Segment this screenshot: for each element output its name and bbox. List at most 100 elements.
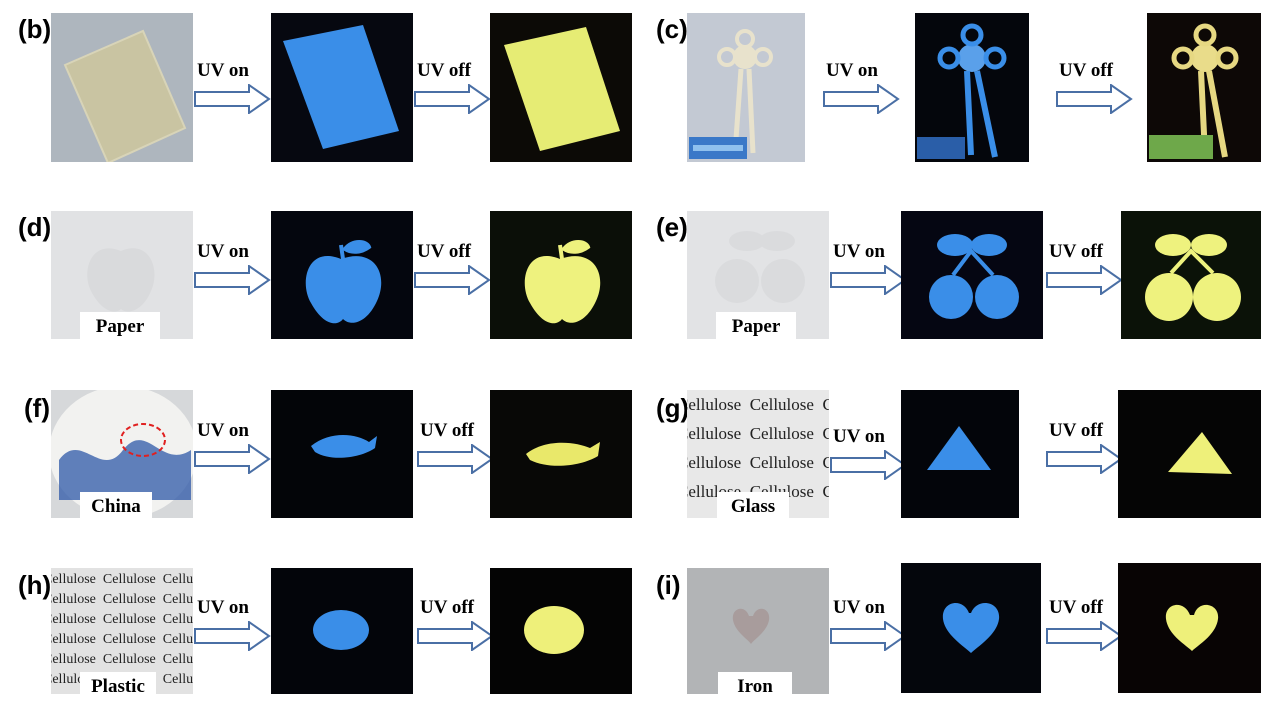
arrow-label: UV on xyxy=(826,60,878,81)
caption-e: Paper xyxy=(716,312,796,342)
arrow-uv-on-i: UV on xyxy=(829,597,907,653)
arrow-uv-off-i: UV off xyxy=(1045,597,1123,653)
arrow-uv-off-g: UV off xyxy=(1045,420,1123,476)
bg-word: Cellulose xyxy=(102,572,156,587)
background-text-row: Cellulose Cellulose Cellulose xyxy=(687,390,829,419)
bg-word: Cellulose xyxy=(687,453,742,472)
arrow-label: UV on xyxy=(833,426,885,447)
photo-e-paper xyxy=(687,211,829,339)
arrow-label: UV off xyxy=(417,60,472,81)
bg-word: Cellulose xyxy=(162,592,193,607)
bg-word: Cellulose xyxy=(687,424,742,443)
photo-d-uv-off xyxy=(490,211,632,339)
bg-word: Cellulose xyxy=(162,612,193,627)
arrow-label: UV on xyxy=(197,60,249,81)
panel-label-f: (f) xyxy=(24,393,50,423)
photo-f-china-plate xyxy=(51,390,193,518)
bg-word: Cellulose xyxy=(749,395,814,414)
panel-label-d: (d) xyxy=(18,212,52,242)
background-text-row: Cellulose Cellulose Cellulose xyxy=(51,630,193,650)
bg-word: Cellulose xyxy=(102,652,156,667)
bg-word: Cellulose xyxy=(749,424,814,443)
bg-word: Cellulose xyxy=(102,632,156,647)
photo-g-uv-on xyxy=(901,390,1019,518)
bg-word: Cellulose xyxy=(162,572,193,587)
photo-c-uv-on xyxy=(915,13,1029,162)
bg-word: Cellulose xyxy=(51,632,96,647)
photo-e-uv-off xyxy=(1121,211,1261,339)
arrow-label: UV off xyxy=(1049,597,1104,618)
bg-word: Cellulose xyxy=(822,395,829,414)
caption-i: Iron xyxy=(718,672,792,702)
arrow-label: UV off xyxy=(1049,420,1104,441)
arrow-uv-on-g: UV on xyxy=(829,426,907,482)
arrow-label: UV on xyxy=(197,420,249,441)
photo-h-uv-off xyxy=(490,568,632,694)
photo-e-uv-on xyxy=(901,211,1043,339)
panel-label-i: (i) xyxy=(656,570,681,600)
caption-d: Paper xyxy=(80,312,160,342)
photo-c-uv-off xyxy=(1147,13,1261,162)
arrow-label: UV off xyxy=(1049,241,1104,262)
background-text-row: Cellulose Cellulose Cellulose xyxy=(51,590,193,610)
panel-label-b: (b) xyxy=(18,14,52,44)
photo-f-uv-off xyxy=(490,390,632,518)
background-text-row: Cellulose Cellulose Cellulose xyxy=(51,650,193,670)
bg-word: Cellulose xyxy=(51,592,96,607)
arrow-uv-off-c: UV off xyxy=(1055,60,1133,116)
arrow-uv-off-h: UV off xyxy=(416,597,494,653)
panel-label-c: (c) xyxy=(656,14,688,44)
caption-f: China xyxy=(80,492,152,522)
photo-c-knot xyxy=(687,13,805,162)
bg-word: Cellulose xyxy=(51,572,96,587)
photo-f-uv-on xyxy=(271,390,413,518)
arrow-uv-on-h: UV on xyxy=(193,597,271,653)
photo-i-uv-off xyxy=(1118,563,1261,693)
arrow-uv-on-f: UV on xyxy=(193,420,271,476)
arrow-label: UV on xyxy=(833,597,885,618)
photo-b-uv-on xyxy=(271,13,413,162)
bg-word: Cellulose xyxy=(102,592,156,607)
arrow-uv-on-d: UV on xyxy=(193,241,271,297)
arrow-uv-on-e: UV on xyxy=(829,241,907,297)
arrow-uv-on-c: UV on xyxy=(822,60,900,116)
caption-h: Plastic xyxy=(80,672,156,702)
bg-word: Cellulose xyxy=(51,612,96,627)
arrow-label: UV off xyxy=(1059,60,1114,81)
arrow-label: UV on xyxy=(833,241,885,262)
photo-i-uv-on xyxy=(901,563,1041,693)
photo-b-uv-off xyxy=(490,13,632,162)
background-text-row: Cellulose Cellulose Cellulose xyxy=(687,448,829,477)
arrow-uv-off-e: UV off xyxy=(1045,241,1123,297)
panel-label-h: (h) xyxy=(18,570,52,600)
arrow-label: UV off xyxy=(420,420,475,441)
photo-b-paper xyxy=(51,13,193,162)
bg-word: Cellulose xyxy=(162,632,193,647)
bg-word: Cellulose xyxy=(102,612,156,627)
panel-label-g: (g) xyxy=(656,393,690,423)
photo-g-uv-off xyxy=(1118,390,1261,518)
bg-word: Cellulose xyxy=(822,453,829,472)
bg-word: Cellulose xyxy=(162,672,193,687)
background-text-row: Cellulose Cellulose Cellulose xyxy=(51,610,193,630)
bg-word: Cellulose xyxy=(162,652,193,667)
bg-word: Cellulose xyxy=(51,652,96,667)
photo-d-uv-on xyxy=(271,211,413,339)
bg-word: Cellulose xyxy=(822,424,829,443)
bg-word: Cellulose xyxy=(687,395,742,414)
arrow-uv-off-f: UV off xyxy=(416,420,494,476)
photo-h-uv-on xyxy=(271,568,413,694)
panel-label-e: (e) xyxy=(656,212,688,242)
caption-g: Glass xyxy=(717,492,789,522)
bg-word: Cellulose xyxy=(822,482,829,501)
arrow-label: UV off xyxy=(417,241,472,262)
background-text-row: Cellulose Cellulose Cellulose xyxy=(687,419,829,448)
arrow-label: UV on xyxy=(197,597,249,618)
arrow-uv-off-d: UV off xyxy=(413,241,491,297)
arrow-label: UV on xyxy=(197,241,249,262)
background-text-row: Cellulose Cellulose Cellulose xyxy=(51,570,193,590)
arrow-label: UV off xyxy=(420,597,475,618)
arrow-uv-off-b: UV off xyxy=(413,60,491,116)
bg-word: Cellulose xyxy=(749,453,814,472)
arrow-uv-on-b: UV on xyxy=(193,60,271,116)
